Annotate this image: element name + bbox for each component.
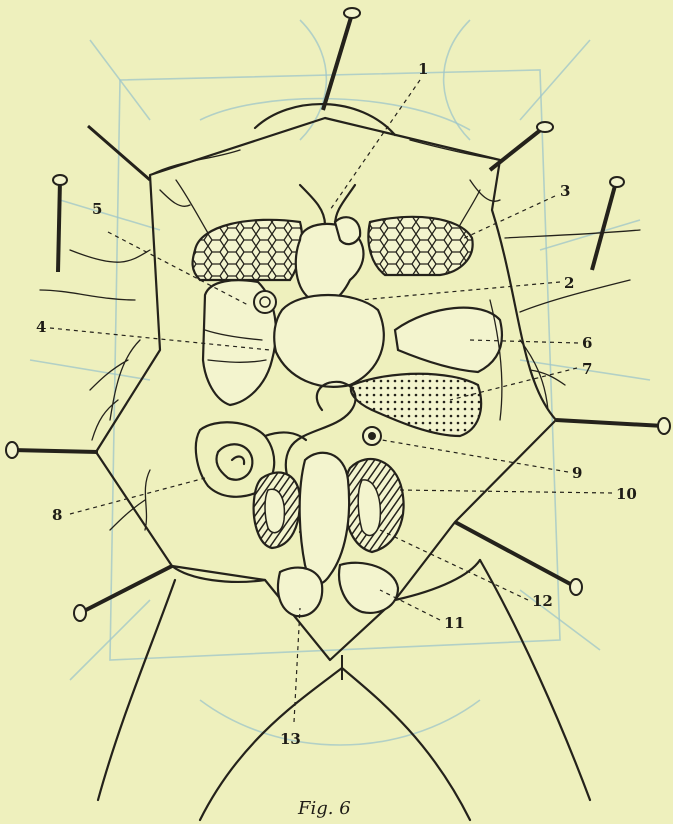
label-8: 8 xyxy=(52,506,62,524)
label-11: 11 xyxy=(444,614,465,632)
label-13: 13 xyxy=(280,730,301,748)
organ-10 xyxy=(346,459,404,552)
label-3: 3 xyxy=(560,182,570,200)
figure-caption: Fig. 6 xyxy=(297,798,351,819)
organ-12 xyxy=(254,472,300,548)
label-2: 2 xyxy=(564,274,574,292)
label-4: 4 xyxy=(36,318,46,336)
label-10: 10 xyxy=(616,485,637,503)
label-9: 9 xyxy=(572,464,582,482)
label-1: 1 xyxy=(418,60,428,78)
label-7: 7 xyxy=(582,360,592,378)
heart xyxy=(296,185,364,304)
liver xyxy=(203,280,276,405)
organ-6 xyxy=(395,308,502,372)
leader-lines xyxy=(50,80,612,722)
organ-9 xyxy=(363,427,381,445)
stomach xyxy=(274,295,384,387)
label-5: 5 xyxy=(92,200,102,218)
label-6: 6 xyxy=(582,334,592,352)
label-12: 12 xyxy=(532,592,553,610)
